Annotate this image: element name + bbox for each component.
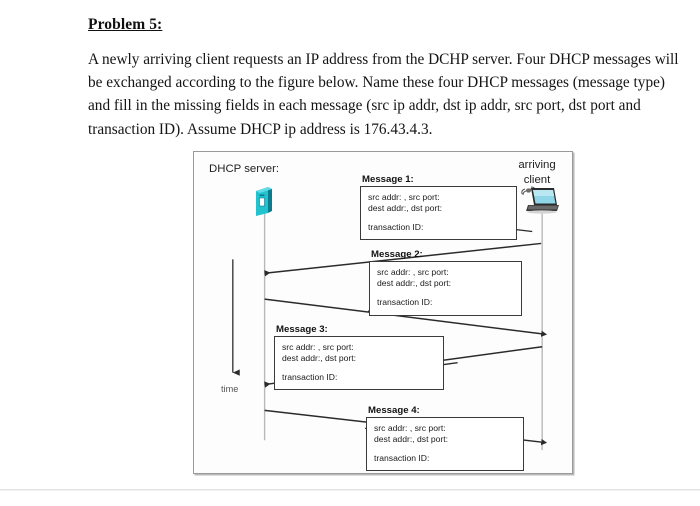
page-separator [0,489,700,490]
message-2-txid-line: transaction ID: [377,297,433,308]
message-1-txid-line: transaction ID: [368,222,424,233]
message-2-box: src addr: , src port: dest addr:, dst po… [369,261,522,316]
message-4-dest-line: dest addr:, dst port: [374,434,449,445]
spacer [377,289,514,297]
spacer [282,364,436,372]
problem-statement: A newly arriving client requests an IP a… [88,51,679,138]
message-2-arrow [264,298,548,337]
message-4-src-line: src addr: , src port: [374,423,446,433]
message-3-src-line: src addr: , src port: [282,342,354,352]
message-3-box-connector [442,362,458,366]
message-3-box: src addr: , src port: dest addr:, dst po… [274,336,444,390]
time-axis-label: time [221,384,239,394]
message-1-arrow [264,242,542,277]
dhcp-sequence-figure: DHCP server: arriving client time Messag… [193,151,573,474]
message-4-title: Message 4: [368,405,420,416]
page-separator-shadow [0,490,700,491]
client-caption: arriving client [518,159,556,186]
message-3-title: Message 3: [276,324,328,335]
message-4-box: src addr: , src port: dest addr:, dst po… [366,417,524,471]
message-1-dest-line: dest addr:, dst port: [368,203,443,214]
page-title: Problem 5: [88,16,163,33]
message-1-box-connector [515,228,533,233]
message-2-title: Message 2: [371,249,423,260]
server-caption: DHCP server: [209,163,280,175]
spacer [368,214,509,222]
message-1-title: Message 1: [362,174,414,185]
message-2-src-line: src addr: , src port: [377,267,449,277]
laptop-icon [526,188,559,214]
server-icon [256,187,272,216]
message-2-dest-line: dest addr:, dst port: [377,278,452,289]
message-3-txid-line: transaction ID: [282,372,338,383]
spacer [374,445,516,453]
message-1-box: src addr: , src port: dest addr:, dst po… [360,186,517,240]
message-4-txid-line: transaction ID: [374,453,430,464]
message-1-src-line: src addr: , src port: [368,192,440,202]
message-3-dest-line: dest addr:, dst port: [282,353,357,364]
